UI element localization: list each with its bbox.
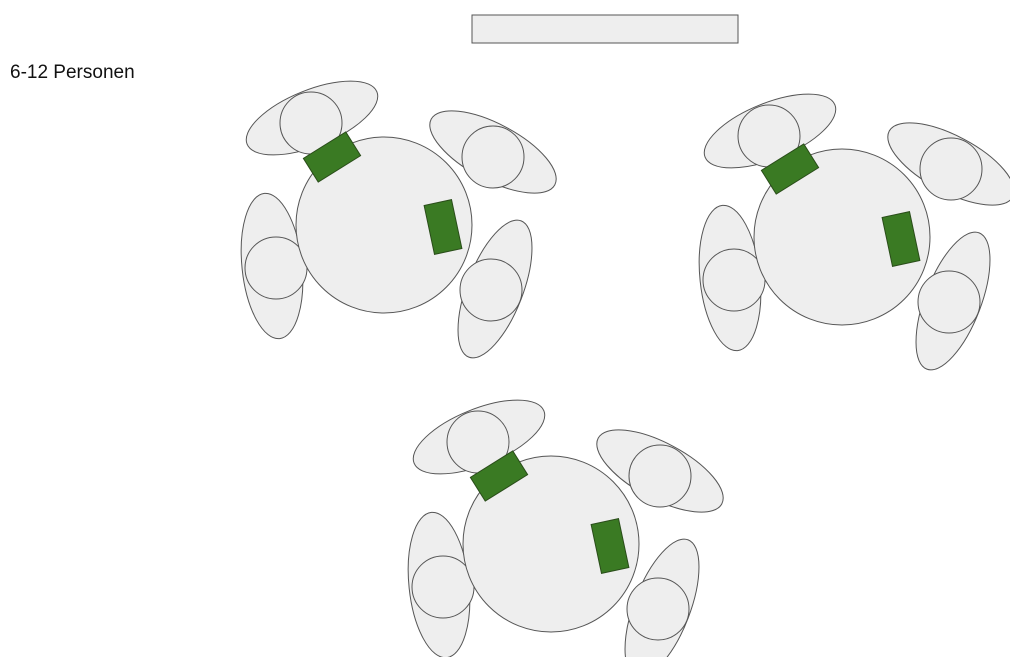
capacity-label: 6-12 Personen: [10, 62, 135, 83]
device-3-1: [469, 450, 529, 502]
device-1-1: [302, 131, 362, 183]
round-table-1: [295, 136, 473, 314]
chair-2-1: [703, 93, 837, 169]
chair-3-1: [412, 399, 546, 475]
device-3-2: [590, 518, 630, 574]
device-1-2: [423, 199, 463, 255]
round-table-3: [462, 455, 640, 633]
device-2-2: [881, 211, 921, 267]
presentation-board: [471, 14, 739, 44]
chair-2-2: [887, 122, 1010, 206]
round-table-2: [753, 148, 931, 326]
chair-1-1: [245, 80, 379, 156]
chair-3-3: [407, 511, 475, 657]
device-2-1: [760, 143, 820, 195]
table-group-2: [698, 93, 1010, 371]
chair-1-2: [429, 110, 557, 194]
chair-2-4: [915, 231, 991, 371]
table-group-1: [240, 80, 557, 359]
chair-1-4: [457, 219, 533, 359]
chair-3-4: [624, 538, 700, 657]
chair-3-2: [596, 429, 724, 513]
chair-2-3: [698, 204, 766, 352]
table-group-3: [407, 399, 724, 657]
chair-1-3: [240, 192, 308, 340]
